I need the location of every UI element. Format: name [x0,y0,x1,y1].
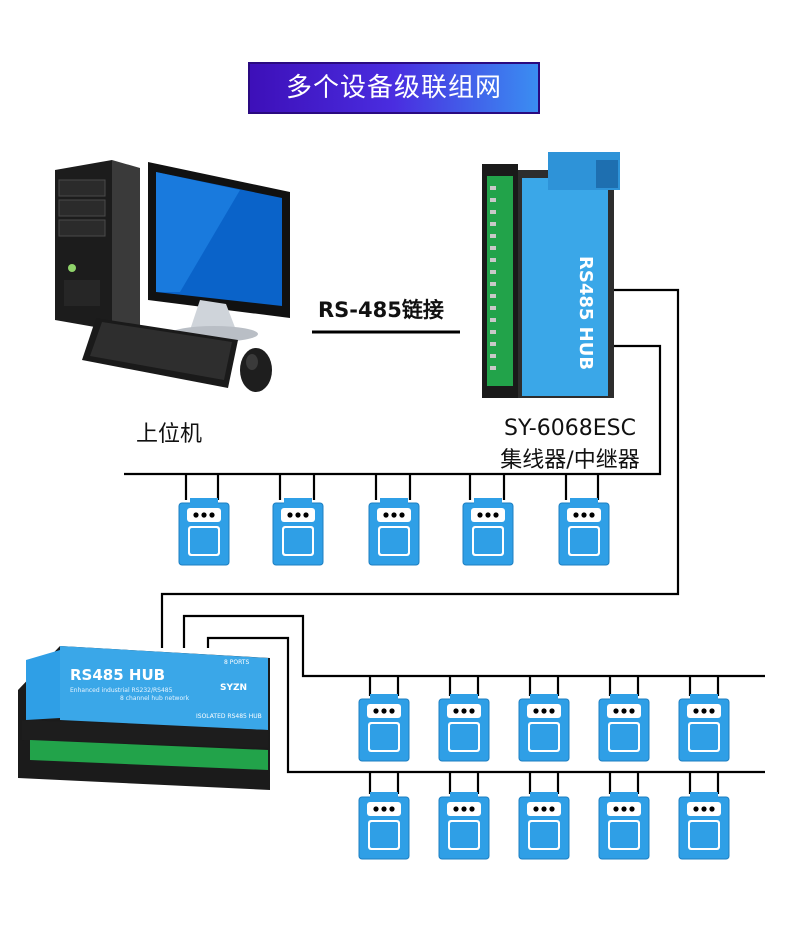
rs485-slave-device-icon [438,694,490,762]
rs485-slave-device-icon [438,792,490,860]
rs485-slave-device-icon [462,498,514,566]
rs485-hub-bottom-icon: RS485 HUB Enhanced industrial RS232/RS48… [18,646,270,790]
rs485-slave-device-icon [358,694,410,762]
bus-wires [124,288,765,794]
rs485-slave-device-icon [598,792,650,860]
hub-top-name: RS485 HUB [575,256,596,370]
hub-bottom-footer: ISOLATED RS485 HUB [196,713,262,720]
rs485-slave-device-icon [598,694,650,762]
rs485-hub-top-icon: RS485 HUB [482,152,620,398]
rs485-slave-device-icon [358,792,410,860]
hub-bottom-subtitle2: 8 channel hub network [120,695,190,702]
rs485-slave-device-icon [678,694,730,762]
rs485-slave-device-icon [178,498,230,566]
middle-bus-devices [358,694,730,762]
bottom-bus-devices [358,792,730,860]
rs485-slave-device-icon [558,498,610,566]
rs485-slave-device-icon [518,694,570,762]
title-banner: 多个设备级联组网 [248,62,540,114]
hub-bottom-name: RS485 HUB [70,666,165,684]
rs485-slave-device-icon [272,498,324,566]
desktop-computer-icon [55,160,290,392]
hub-role-label: 集线器/中继器 [500,448,640,473]
hub-bottom-subtitle: Enhanced industrial RS232/RS485 [70,687,173,694]
rs485-slave-device-icon [678,792,730,860]
top-bus-devices [178,498,610,566]
rs485-slave-device-icon [368,498,420,566]
hub-bottom-brand: SYZN [220,683,247,693]
page-title: 多个设备级联组网 [285,73,502,103]
hub-model-label: SY-6068ESC [504,416,636,441]
pc-label: 上位机 [136,422,203,447]
link-label: RS-485链接 [318,298,444,322]
hub-bottom-ports: 8 PORTS [224,659,249,666]
rs485-slave-device-icon [518,792,570,860]
